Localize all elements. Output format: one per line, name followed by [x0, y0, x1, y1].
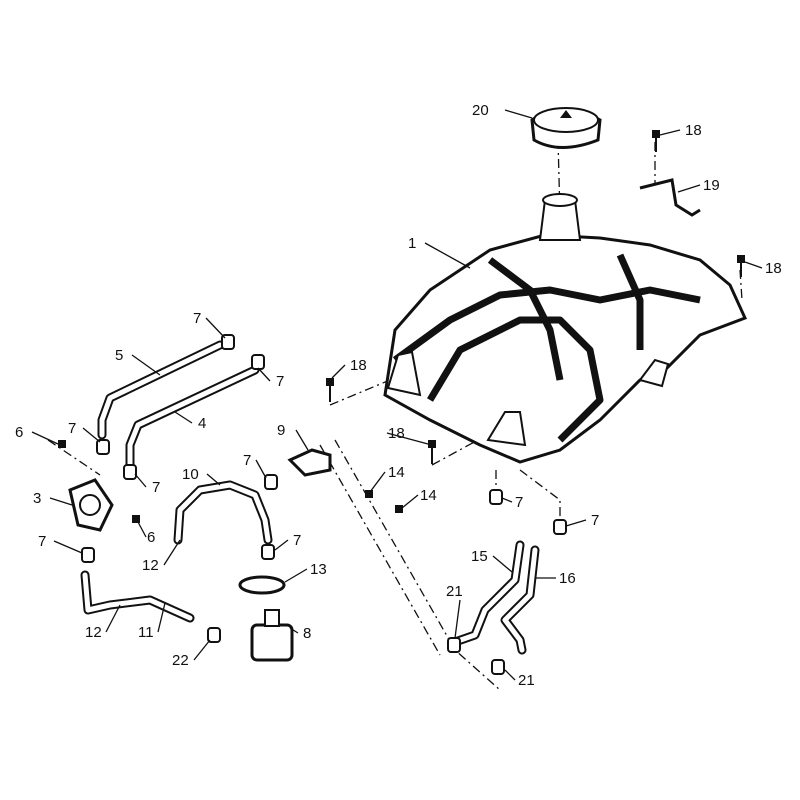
- callout-7: 7: [293, 532, 301, 549]
- callout-15: 15: [471, 548, 488, 565]
- callout-18: 18: [765, 260, 782, 277]
- clamps: [81, 334, 567, 675]
- callout-3: 3: [33, 490, 41, 507]
- bolts: [58, 130, 745, 523]
- callout-12: 12: [85, 624, 102, 641]
- callout-11: 11: [138, 624, 154, 641]
- callout-14: 14: [388, 464, 405, 481]
- callout-7: 7: [152, 479, 160, 496]
- callout-19: 19: [703, 177, 720, 194]
- hoses: [80, 340, 540, 655]
- callout-7: 7: [276, 373, 284, 390]
- callout-7: 7: [193, 310, 201, 327]
- callout-13: 13: [310, 561, 327, 578]
- callout-7: 7: [38, 533, 46, 550]
- callout-18: 18: [685, 122, 702, 139]
- bracket: [639, 178, 701, 217]
- hose-clip: [238, 575, 286, 595]
- callout-18: 18: [388, 425, 405, 442]
- fuel-pump: [68, 478, 114, 532]
- callout-8: 8: [303, 625, 311, 642]
- callout-14: 14: [420, 487, 437, 504]
- callout-7: 7: [591, 512, 599, 529]
- callout-21: 21: [446, 583, 463, 600]
- callout-7: 7: [68, 420, 76, 437]
- callout-21: 21: [518, 672, 535, 689]
- leader-lines: [31, 109, 763, 681]
- callout-10: 10: [182, 466, 199, 483]
- fuel-cap: [530, 107, 602, 149]
- callout-6: 6: [147, 529, 155, 546]
- callout-4: 4: [198, 415, 206, 432]
- callout-labels: 20 18 19 1 18 7 5 7 4 18 9 18 14 14 6 7 …: [15, 102, 782, 689]
- callout-20: 20: [472, 102, 489, 119]
- fuel-filter: [250, 609, 294, 662]
- callout-9: 9: [277, 422, 285, 439]
- fuel-valve: [287, 448, 332, 477]
- callout-5: 5: [115, 347, 123, 364]
- callout-22: 22: [172, 652, 189, 669]
- fuel-tank: [383, 193, 748, 464]
- callout-16: 16: [559, 570, 576, 587]
- callout-12: 12: [142, 557, 159, 574]
- callout-18: 18: [350, 357, 367, 374]
- callout-1: 1: [408, 235, 416, 252]
- callout-6: 6: [15, 424, 23, 441]
- callout-7: 7: [515, 494, 523, 511]
- callout-7: 7: [243, 452, 251, 469]
